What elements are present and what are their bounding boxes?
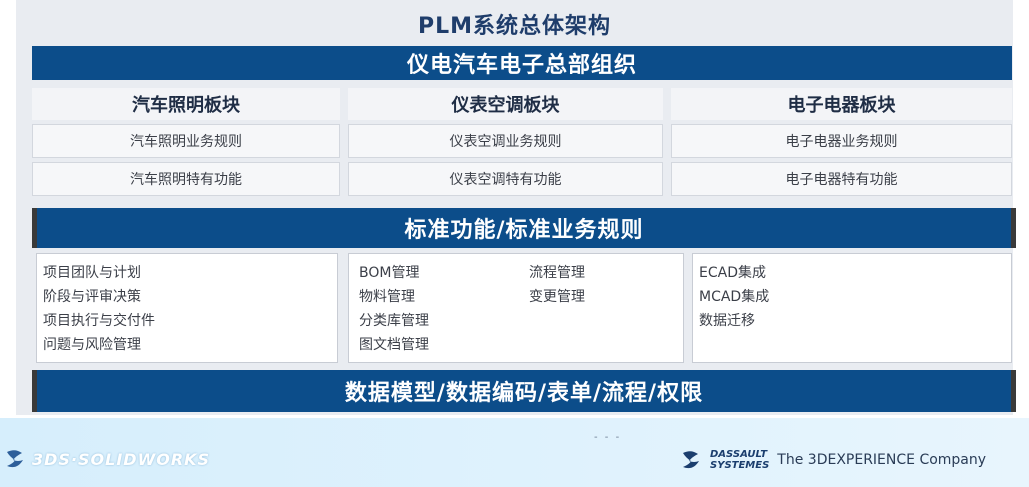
function-item: 数据迁移 — [699, 313, 755, 329]
function-item: 物料管理 — [359, 289, 415, 305]
dassault-line2: SYSTEMES — [710, 460, 770, 471]
function-item: 流程管理 — [529, 265, 585, 281]
solidworks-logo: 3DS·SOLIDWORKS — [4, 448, 210, 470]
function-item: BOM管理 — [359, 265, 420, 281]
function-group-integration: ECAD集成 MCAD集成 数据迁移 — [692, 253, 1012, 363]
function-item: ECAD集成 — [699, 265, 766, 281]
function-item: 分类库管理 — [359, 313, 429, 329]
module-title: 汽车照明板块 — [32, 88, 340, 120]
function-item: 问题与风险管理 — [43, 337, 141, 353]
function-item: 项目团队与计划 — [43, 265, 141, 281]
footer-dots: - - - — [594, 432, 622, 443]
left-brand-text: 3DS·SOLIDWORKS — [32, 449, 211, 469]
function-group-product-data: BOM管理 物料管理 分类库管理 图文档管理 流程管理 变更管理 — [348, 253, 684, 363]
function-item: MCAD集成 — [699, 289, 770, 305]
module-column-electronics: 电子电器板块 电子电器业务规则 电子电器特有功能 — [671, 88, 1012, 196]
module-column-lighting: 汽车照明板块 汽车照明业务规则 汽车照明特有功能 — [32, 88, 340, 196]
standard-functions-bar: 标准功能/标准业务规则 — [32, 208, 1016, 248]
dassault-line1: DASSAULT — [710, 449, 768, 460]
module-row: 汽车照明特有功能 — [32, 162, 340, 196]
module-row: 电子电器特有功能 — [671, 162, 1012, 196]
org-bar: 仪电汽车电子总部组织 — [32, 46, 1012, 80]
module-row: 仪表空调特有功能 — [348, 162, 663, 196]
function-item: 阶段与评审决策 — [43, 289, 141, 305]
module-row: 汽车照明业务规则 — [32, 124, 340, 158]
function-group-project: 项目团队与计划 阶段与评审决策 项目执行与交付件 问题与风险管理 — [36, 253, 338, 363]
module-title: 电子电器板块 — [671, 88, 1012, 120]
experience-tagline: The 3DEXPERIENCE Company — [777, 452, 987, 468]
dassault-name: DASSAULT SYSTEMES — [710, 449, 769, 471]
function-item: 变更管理 — [529, 289, 585, 305]
ds-logo-icon — [7, 450, 23, 468]
module-row: 电子电器业务规则 — [671, 124, 1012, 158]
function-item: 项目执行与交付件 — [43, 313, 155, 329]
dassault-logo: DASSAULT SYSTEMES The 3DEXPERIENCE Compa… — [680, 449, 986, 471]
module-column-instrument-hvac: 仪表空调板块 仪表空调业务规则 仪表空调特有功能 — [348, 88, 663, 196]
module-row: 仪表空调业务规则 — [348, 124, 663, 158]
data-model-bar: 数据模型/数据编码/表单/流程/权限 — [32, 370, 1016, 412]
page-title: PLM系统总体架构 — [417, 14, 612, 39]
function-item: 图文档管理 — [359, 337, 429, 353]
footer-banner — [0, 418, 1029, 487]
module-title: 仪表空调板块 — [348, 88, 663, 120]
ds-logo-icon — [683, 451, 699, 469]
